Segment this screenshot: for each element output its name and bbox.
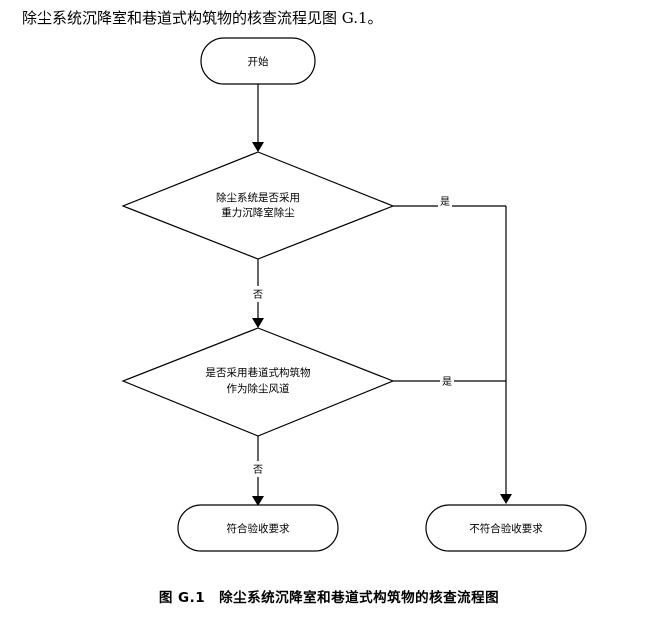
- decision2-diamond: [121, 327, 395, 437]
- decision2-line2: 作为除尘风道: [227, 382, 290, 395]
- decision2-yes-label: 是: [442, 376, 452, 388]
- pass-result-terminal: [177, 504, 339, 552]
- decision2-no-label: 否: [253, 464, 263, 476]
- decision1-yes-label: 是: [440, 196, 450, 208]
- decision1-no-label: 否: [253, 289, 263, 301]
- decision1-line1: 除尘系统是否采用: [216, 191, 300, 204]
- fail-result-label: 不符合验收要求: [469, 522, 543, 535]
- decision1-line2: 重力沉降室除尘: [221, 206, 295, 219]
- caption-number: 图 G.1: [158, 590, 206, 606]
- fail-result-terminal: [425, 504, 587, 552]
- decision2-line1: 是否采用巷道式构筑物: [206, 366, 311, 379]
- caption-title: 除尘系统沉降室和巷道式构筑物的核查流程图: [219, 590, 500, 606]
- intro-paragraph: 除尘系统沉降室和巷道式构筑物的核查流程见图 G.1。: [22, 9, 383, 27]
- pass-result-label: 符合验收要求: [227, 522, 290, 535]
- figure-caption: 图 G.1 除尘系统沉降室和巷道式构筑物的核查流程图: [0, 586, 658, 606]
- start-label: 开始: [248, 55, 269, 68]
- decision1-diamond: [121, 151, 395, 260]
